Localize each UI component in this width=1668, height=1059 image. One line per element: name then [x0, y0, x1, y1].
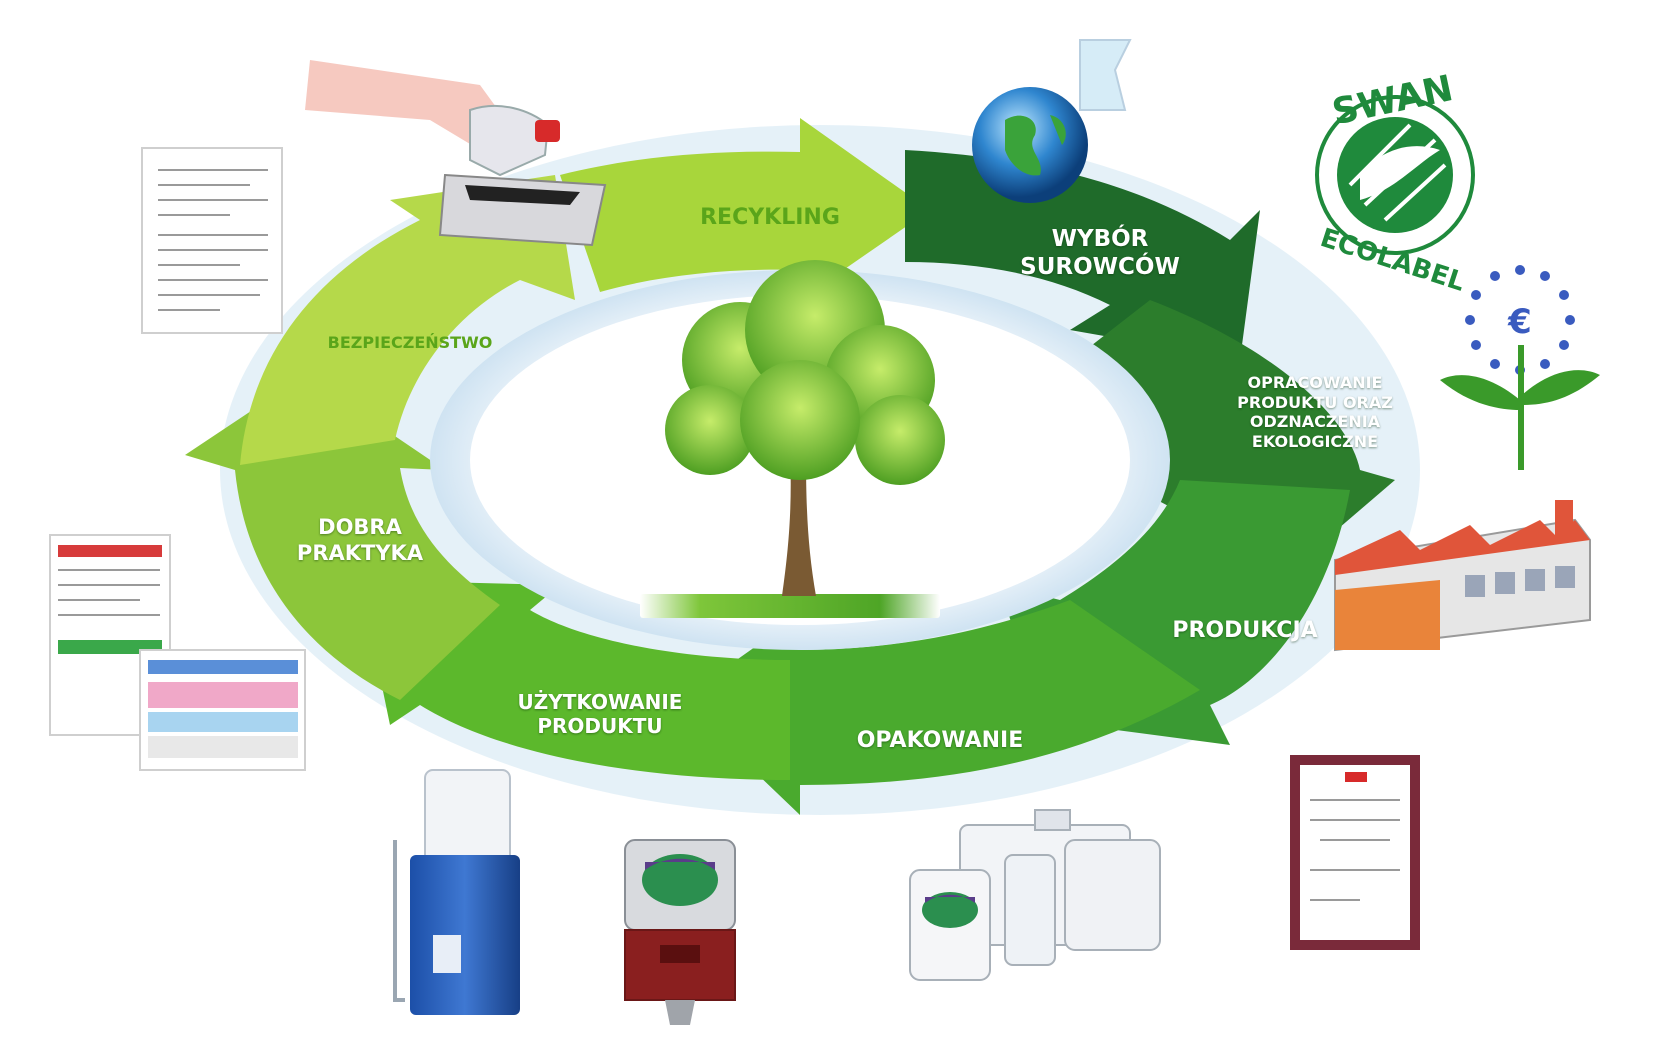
label-opracowanie-line-3: ODZNACZENIA: [1249, 412, 1381, 432]
recycling-bin-icon: [305, 60, 607, 247]
label-bezpieczenstwo: BEZPIECZEŃSTWO: [327, 333, 493, 352]
blue-dispenser-icon: [393, 769, 520, 1015]
wall-dispenser-icon: [624, 839, 736, 1025]
eu-flower-ecolabel-icon: [1440, 265, 1600, 470]
arrow-wybor: [905, 150, 1260, 360]
label-opracowanie-line-4: EKOLOGICZNE: [1251, 431, 1379, 451]
label-opracowanie: OPRACOWANIE PRODUKTU ORAZ ODZNACZENIA EK…: [1215, 373, 1415, 451]
swan-ecolabel-icon: [1315, 95, 1475, 255]
label-wybor-line-1: WYBÓR: [1051, 226, 1149, 252]
label-dobra-line-1: DOBRA: [318, 515, 402, 539]
label-recykling: RECYKLING: [700, 205, 840, 230]
arrow-bezpieczenstwo: [240, 175, 575, 465]
factory-icon: [1334, 500, 1591, 652]
label-produkcja: PRODUKCJA: [1172, 618, 1318, 643]
label-opracowanie-line-2: PRODUKTU ORAZ: [1237, 392, 1393, 412]
label-dobra-praktyka: DOBRA PRAKTYKA: [280, 515, 440, 566]
packaging-products-icon: [909, 809, 1161, 981]
euro-mark: €: [1507, 302, 1532, 342]
label-dobra-line-2: PRAKTYKA: [296, 540, 424, 565]
globe-flask-icon: [972, 39, 1132, 203]
good-practice-documents-icon: [49, 534, 306, 771]
label-uzytkowanie-line-2: PRODUKTU: [537, 714, 663, 739]
certificate-icon: [1290, 755, 1420, 950]
label-wybor-line-2: SUROWCÓW: [1020, 254, 1180, 281]
label-uzytkowanie-line-1: UŻYTKOWANIE: [517, 690, 683, 714]
arrow-opakowanie: [680, 600, 1200, 815]
label-opracowanie-line-1: OPRACOWANIE: [1247, 373, 1383, 392]
arrow-recykling: [560, 118, 930, 300]
label-opakowanie: OPAKOWANIE: [856, 728, 1024, 753]
label-uzytkowanie: UŻYTKOWANIE PRODUKTU: [500, 690, 700, 739]
safety-data-sheet-icon: [141, 147, 283, 334]
label-wybor-surowcow: WYBÓR SUROWCÓW: [1010, 225, 1190, 281]
tree-icon: [640, 260, 945, 618]
